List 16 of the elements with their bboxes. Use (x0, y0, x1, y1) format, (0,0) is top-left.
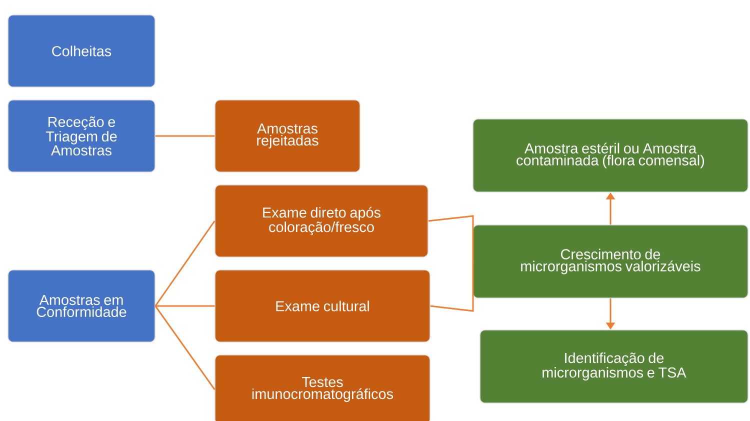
connector-line (155, 305, 215, 307)
connector-line (154, 220, 216, 306)
process-box: Colheitas (8, 14, 156, 88)
connector-line (154, 306, 216, 390)
process-box: Testes imunocromatográficos (214, 354, 430, 421)
process-box: Exame cultural (214, 270, 430, 342)
process-box: Exame direto após coloração/fresco (214, 184, 428, 258)
process-box: Amostras rejeitadas (214, 100, 360, 172)
process-box: Receção e Triagem de Amostras (8, 100, 156, 172)
connector-line (428, 215, 474, 262)
result-box: Crescimento de microrganismos valorizáveis (472, 224, 748, 298)
result-box: Amostra estéril ou Amostra contaminada (flora comensal) (472, 118, 748, 192)
process-box: Amostras em Conformidade (8, 270, 156, 342)
connector-line (430, 260, 474, 312)
connector-line (155, 135, 215, 137)
result-box: Identificação de microrganismos e TSA (480, 330, 748, 404)
